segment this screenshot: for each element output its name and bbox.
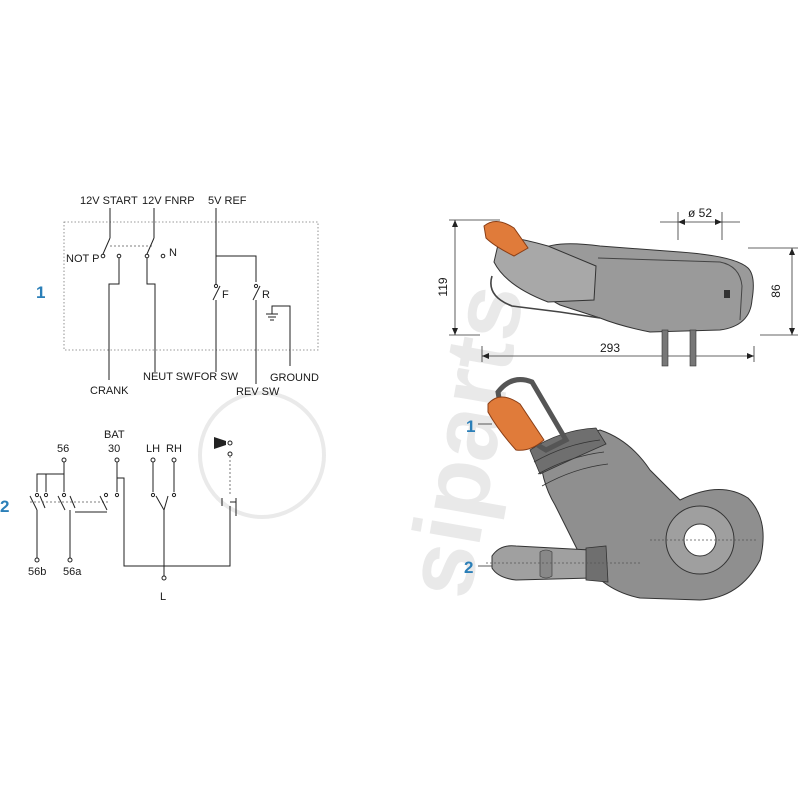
dim-height-119: 119 — [436, 277, 450, 296]
label-not-p: NOT P — [66, 253, 99, 265]
switch-enclosure — [63, 221, 319, 351]
label-neut-sw: NEUT SW — [143, 371, 194, 383]
horn-icon — [214, 437, 226, 449]
label-f: F — [222, 289, 229, 301]
rubber-boot — [529, 427, 609, 487]
wiring-diagram-2: 2 56 BAT 30 LH RH 56b 56a — [0, 429, 237, 603]
label-r: R — [262, 289, 270, 301]
label-12v-start: 12V START — [80, 195, 138, 207]
label-l: L — [160, 591, 166, 603]
diagram-2-number: 2 — [0, 497, 9, 516]
label-lh: LH — [146, 443, 160, 455]
label-56b: 56b — [28, 566, 46, 578]
wiring-diagram-1: 1 12V START 12V FNRP 5V REF NOT P N CRAN… — [36, 195, 319, 398]
callout-2: 2 — [464, 558, 473, 577]
knob-orange-side — [483, 221, 529, 257]
label-rev-sw: REV SW — [236, 386, 280, 398]
knob-orange-iso — [487, 396, 545, 451]
label-12v-fnrp: 12V FNRP — [142, 195, 195, 207]
label-for-sw: FOR SW — [194, 371, 239, 383]
label-56a: 56a — [63, 566, 82, 578]
label-30: 30 — [108, 443, 120, 455]
label-bat: BAT — [104, 429, 125, 441]
callout-1: 1 — [466, 417, 475, 436]
side-view-drawing: 119 86 ø 52 293 — [436, 206, 798, 367]
label-crank: CRANK — [90, 385, 129, 397]
label-rh: RH — [166, 443, 182, 455]
dim-diameter-52: ø 52 — [688, 206, 712, 220]
label-n: N — [169, 247, 177, 259]
diagram-1-number: 1 — [36, 283, 45, 302]
dim-length-293: 293 — [600, 341, 620, 355]
dim-side-86: 86 — [769, 284, 783, 298]
label-ground: GROUND — [270, 372, 319, 384]
label-5v-ref: 5V REF — [208, 195, 247, 207]
label-56: 56 — [57, 443, 69, 455]
iso-view-drawing: 1 2 — [464, 377, 764, 601]
